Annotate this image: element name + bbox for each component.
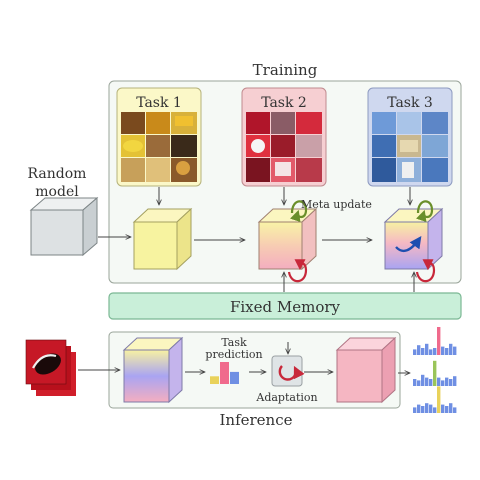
output-chart-bar — [445, 406, 449, 413]
output-chart-bar — [425, 377, 429, 386]
task-prediction-bar — [210, 376, 219, 384]
output-chart-bar — [429, 379, 433, 386]
task3-card: Task 3 — [367, 87, 453, 187]
blue-update-arrow-icon — [395, 236, 422, 253]
output-prediction-charts — [413, 327, 457, 413]
training-title: Training — [253, 61, 318, 79]
output-chart-bar — [413, 379, 417, 386]
meta-update-curl-icon-task3 — [416, 200, 434, 223]
task1-label: Task 1 — [136, 95, 182, 111]
adapted-model-cube — [335, 336, 397, 404]
output-chart-bar — [421, 374, 425, 386]
fixed-memory-label: Fixed Memory — [230, 298, 341, 316]
output-chart-bar — [445, 348, 449, 355]
adaptation-label: Adaptation — [255, 391, 317, 404]
task2-image-grid — [246, 112, 322, 182]
output-chart-bar — [421, 406, 425, 413]
random-model-cube — [29, 196, 99, 257]
task1-card: Task 1 — [116, 87, 202, 187]
output-chart-bar — [445, 377, 449, 386]
model-cube-task3 — [383, 207, 444, 271]
adaptation-block — [271, 355, 305, 387]
random-model-label-line1: Random — [28, 166, 87, 182]
output-chart-bar — [453, 407, 457, 413]
random-model-label-line2: model — [35, 184, 79, 200]
output-chart-bar — [449, 379, 453, 386]
model-cube-task1 — [132, 207, 193, 271]
output-chart-bar — [449, 403, 453, 413]
inference-title: Inference — [219, 411, 292, 429]
output-chart-bar — [417, 404, 421, 413]
output-chart-bar — [413, 407, 417, 413]
output-chart-bar — [413, 349, 417, 355]
memory-replay-curl-icon-task3 — [415, 259, 436, 283]
output-chart-bar — [441, 346, 445, 355]
output-chart-bar — [421, 348, 425, 355]
output-chart-bar — [453, 346, 457, 355]
task1-image-grid — [121, 112, 197, 182]
meta-update-label: Meta update — [301, 198, 372, 211]
task-prediction-label-line1: Task — [221, 336, 247, 349]
task2-card: Task 2 — [241, 87, 327, 187]
task-prediction-bar — [230, 371, 239, 384]
output-chart-bar — [429, 404, 433, 413]
output-chart-bar — [425, 403, 429, 413]
memory-replay-curl-icon-task2 — [287, 259, 308, 283]
adaptation-cycle-icon — [278, 365, 305, 381]
output-chart-bar — [433, 348, 437, 355]
task3-label: Task 3 — [387, 95, 433, 111]
output-chart-bar — [441, 404, 445, 413]
output-chart-bar — [425, 343, 429, 355]
task-prediction-bar — [220, 362, 229, 384]
output-chart-bar — [453, 376, 457, 386]
task2-label: Task 2 — [261, 95, 307, 111]
task-prediction-label-line2: prediction — [205, 348, 262, 361]
meta-update-curl-icon-task2 — [290, 200, 308, 223]
task-prediction-chart — [210, 362, 239, 384]
output-chart-bar — [437, 327, 441, 355]
output-chart-bar — [417, 380, 421, 386]
inference-model-cube — [122, 336, 184, 404]
output-chart-bar — [433, 407, 437, 413]
fixed-memory-bar — [108, 292, 462, 320]
output-chart-bar — [441, 380, 445, 386]
output-chart-bar — [437, 377, 441, 386]
task3-image-grid — [372, 112, 448, 182]
model-cube-task2 — [257, 207, 318, 271]
output-chart-bar — [437, 386, 441, 413]
output-chart-bar — [449, 343, 453, 355]
output-chart-bar — [417, 345, 421, 355]
output-chart-bar — [429, 349, 433, 355]
input-image-stack — [25, 339, 76, 396]
output-chart-bar — [433, 360, 437, 386]
